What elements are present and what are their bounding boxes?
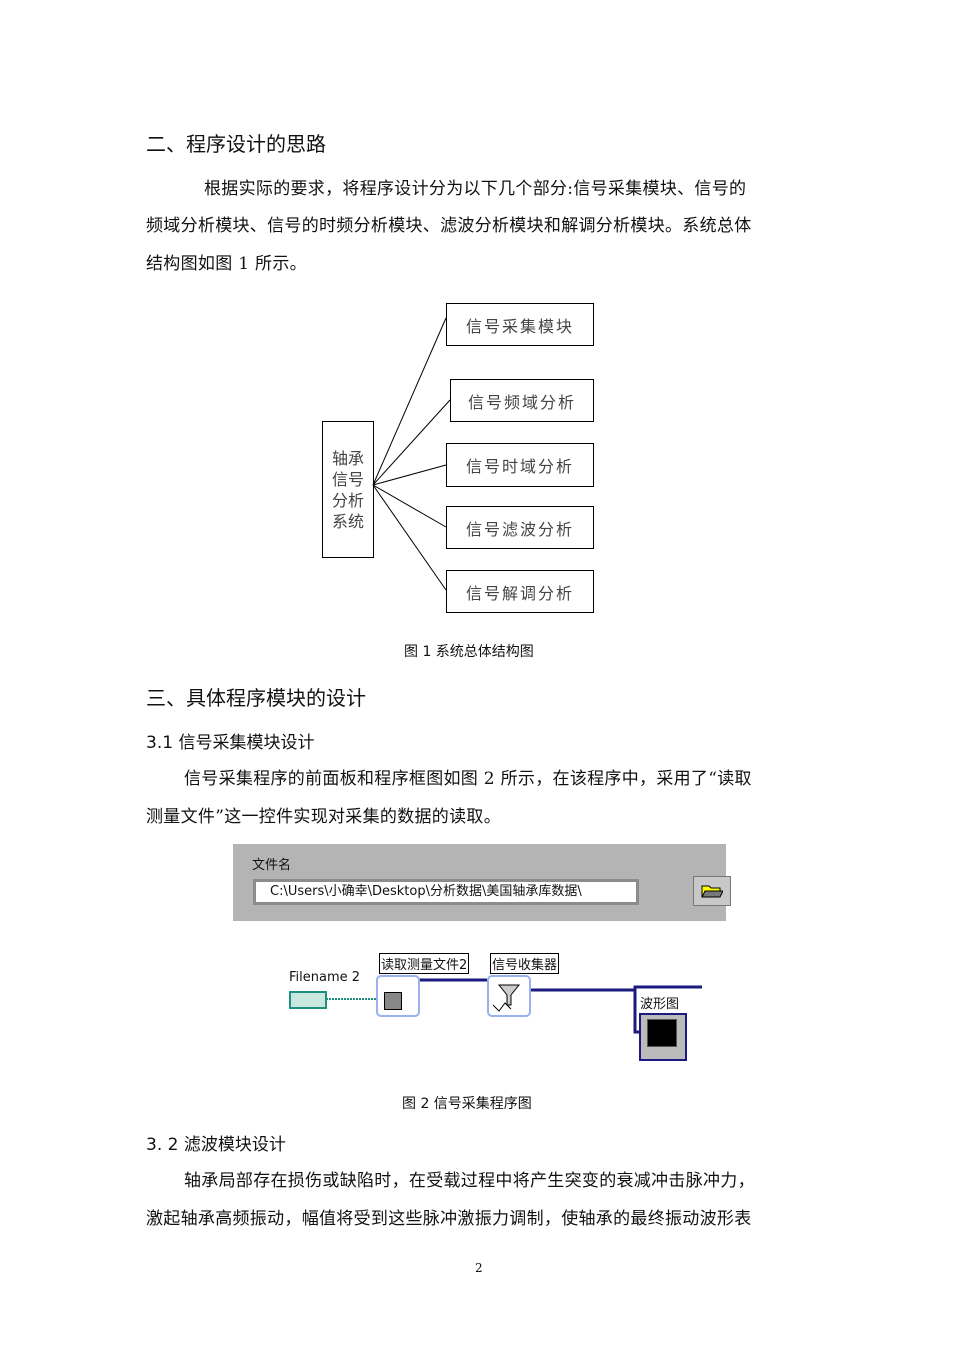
branch-box: 信号频域分析 (450, 379, 594, 422)
front-panel: 文件名 C:\Users\小确幸\Desktop\分析数据\美国轴承库数据\ (233, 844, 731, 921)
branch-box: 信号滤波分析 (446, 506, 594, 549)
read-measurement-file-node[interactable] (376, 975, 420, 1017)
page-number: 2 (475, 1261, 483, 1275)
root-text: 系统 (331, 511, 364, 531)
collector-node-label: 信号收集器 (490, 953, 560, 974)
waveform-label: 波形图 (640, 997, 680, 1012)
branch-box: 信号解调分析 (446, 570, 594, 613)
branch-box: 信号采集模块 (446, 303, 594, 346)
subsection-heading: 3. 2 滤波模块设计 (146, 1135, 286, 1155)
root-text: 信号 (331, 469, 364, 489)
paragraph-line: 根据实际的要求，将程序设计分为以下几个部分:信号采集模块、信号的 (204, 179, 747, 199)
paragraph-line: 信号采集程序的前面板和程序框图如图 2 所示，在该程序中，采用了“读取 (184, 769, 752, 789)
connector-lines (372, 317, 451, 591)
branch-box: 信号时域分析 (446, 443, 594, 487)
waveform-graph-terminal[interactable] (639, 1013, 687, 1061)
root-text: 分析 (331, 490, 364, 510)
paragraph-line: 频域分析模块、信号的时频分析模块、滤波分析模块和解调分析模块。系统总体 (146, 216, 752, 236)
folder-icon (701, 885, 723, 898)
file-path-input[interactable]: C:\Users\小确幸\Desktop\分析数据\美国轴承库数据\ (253, 879, 639, 905)
subsection-heading: 3.1 信号采集模块设计 (146, 733, 315, 753)
graph-icon (647, 1019, 677, 1047)
section-heading: 三、具体程序模块的设计 (146, 686, 366, 710)
file-path-label: 文件名 (252, 858, 292, 873)
paragraph-line: 结构图如图 1 所示。 (146, 254, 307, 274)
figure-caption: 图 2 信号采集程序图 (402, 1096, 532, 1112)
browse-button[interactable] (693, 876, 731, 906)
paragraph-line: 激起轴承高频振动，幅值将受到这些脉冲激振力调制，使轴承的最终振动波形表 (146, 1209, 752, 1229)
wires (326, 978, 702, 1034)
read-file-node-label: 读取测量文件2 (379, 953, 470, 974)
filename-label: Filename 2 (289, 970, 361, 985)
filter-icon (492, 984, 521, 1012)
paragraph-line: 测量文件”这一控件实现对采集的数据的读取。 (146, 807, 501, 827)
signal-collector-node[interactable] (487, 975, 531, 1017)
paragraph-line: 轴承局部存在损伤或缺陷时，在受载过程中将产生突变的衰减冲击脉冲力， (184, 1171, 755, 1191)
floppy-icon (384, 992, 402, 1010)
section-heading: 二、程序设计的思路 (146, 132, 326, 156)
root-text: 轴承 (331, 448, 364, 468)
root-box: 轴承信号分析系统 (322, 421, 374, 558)
figure-caption: 图 1 系统总体结构图 (404, 644, 534, 660)
